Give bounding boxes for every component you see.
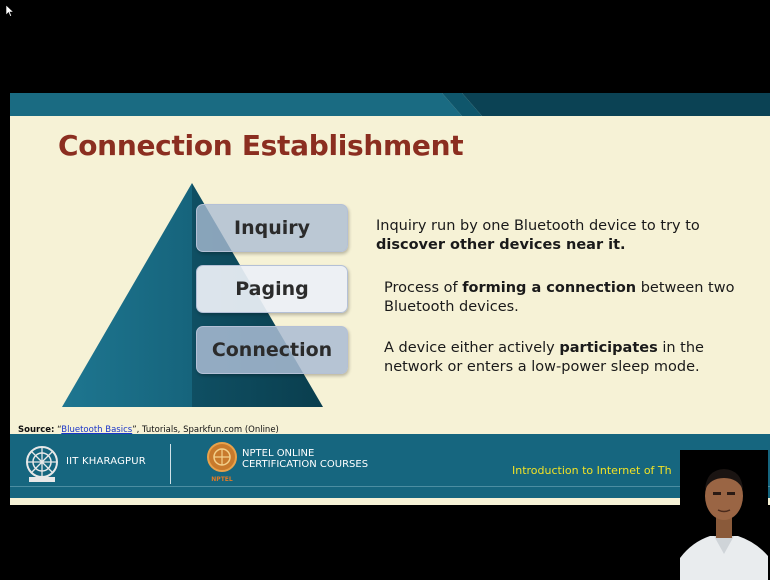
desc-bold: forming a connection	[462, 280, 637, 296]
desc-text: Process of	[384, 280, 463, 296]
footer-divider-line	[10, 486, 770, 487]
source-link[interactable]: Bluetooth Basics	[61, 425, 133, 435]
nptel-line-1: NPTEL ONLINE	[242, 448, 315, 459]
stage-connection: Connection	[196, 326, 348, 374]
source-quote: “	[54, 425, 62, 435]
slide-title: Connection Establishment	[58, 129, 464, 162]
desc-bold: participates	[559, 340, 658, 356]
desc-text: A device either actively	[384, 340, 560, 356]
mouse-cursor-icon	[6, 5, 14, 17]
source-label: Source:	[18, 425, 55, 435]
desc-bold: discover other devices near it.	[376, 237, 626, 253]
presenter-video	[680, 450, 768, 580]
nptel-badge-text: NPTEL	[211, 476, 233, 483]
nptel-courses-label: NPTEL ONLINE CERTIFICATION COURSES	[242, 448, 368, 470]
desc-text: between two Bluetooth devices.	[384, 280, 735, 315]
description-paging: Process of forming a connection between …	[384, 279, 762, 317]
desc-text: Inquiry run by one Bluetooth device to t…	[376, 218, 700, 234]
course-title: Introduction to Internet of Th	[512, 464, 672, 477]
source-rest: ”, Tutorials, Sparkfun.com (Online)	[132, 425, 279, 435]
stage-label: Paging	[235, 278, 309, 300]
nptel-line-2: CERTIFICATION COURSES	[242, 459, 369, 470]
stage-inquiry: Inquiry	[196, 204, 348, 252]
slide: Connection Establishment Inquiry Paging …	[10, 93, 770, 505]
stage-label: Connection	[211, 339, 333, 361]
footer-divider	[170, 444, 171, 484]
stage-label: Inquiry	[234, 217, 310, 239]
slide-header-band	[10, 93, 770, 116]
description-inquiry: Inquiry run by one Bluetooth device to t…	[376, 217, 761, 255]
iit-kharagpur-logo-icon	[26, 446, 58, 482]
institute-name: IIT KHARAGPUR	[66, 456, 146, 467]
description-connection: A device either actively participates in…	[384, 339, 762, 377]
footer-bar: IIT KHARAGPUR NPTEL NPTEL ONLINE CERTIFI…	[10, 434, 770, 498]
desc-text: in the network or enters a low-power sle…	[384, 340, 704, 375]
nptel-logo-icon: NPTEL	[207, 442, 237, 483]
source-citation: Source: “Bluetooth Basics”, Tutorials, S…	[18, 425, 279, 435]
stage-paging: Paging	[196, 265, 348, 313]
